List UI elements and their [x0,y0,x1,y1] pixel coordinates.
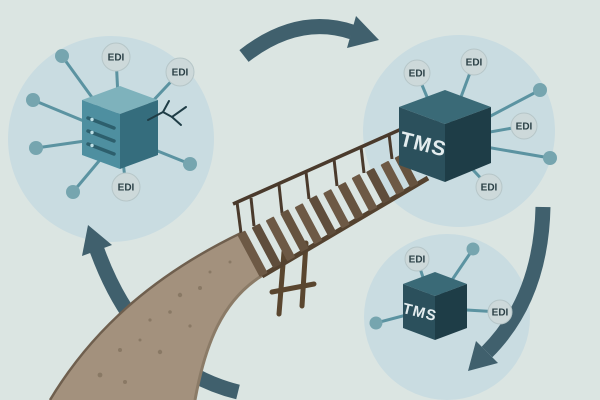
edi-badge-circle [404,246,430,272]
bridge-ramp [50,233,263,400]
cycle-arrow-right-head [468,341,498,371]
edi-badge-label: EDI [108,53,125,64]
plank [252,223,281,268]
edi-badge-label: EDI [172,68,189,79]
bridge-ramp-speckles [97,260,232,384]
tms-hub-edi-badges: EDI EDI EDI EDI [403,48,538,201]
node-dot [466,242,480,256]
node-dot [29,141,43,155]
tms-cube-bottom: TMS [401,272,467,340]
edi-badge-label: EDI [118,183,135,194]
plank [366,168,391,204]
edi-badge-label: EDI [492,308,509,319]
edi-badge-circle [510,112,538,140]
edi-badge-circle [487,299,513,325]
tms-hub-node-dots [533,83,557,165]
edi-badge-circle [165,57,195,87]
crack-icon [147,100,187,126]
plank [380,160,405,195]
edi-badge-circle [403,59,431,87]
edi-badge-label: EDI [409,255,426,266]
plank [337,182,363,220]
railing-top-rail [232,125,407,206]
edi-badge: EDI [460,48,488,76]
plank [351,174,377,212]
left-hub-edi-badges: EDI EDI EDI [101,42,195,202]
tms-small-hub-edi-badges: EDI EDI [404,246,513,325]
plank [280,209,309,252]
edi-badge-label: EDI [466,58,483,69]
edi-badge-circle [101,42,131,72]
node-dot [533,83,547,97]
legacy-edi-hub: EDI EDI EDI [26,42,197,202]
node-dot [66,185,80,199]
edi-badge: EDI [404,246,430,272]
edi-badge: EDI [510,112,538,140]
edi-badge-circle [475,173,503,201]
cycle-arrow-top-head [347,16,379,48]
edi-badge: EDI [403,59,431,87]
edi-badge-label: EDI [516,122,533,133]
plank [323,189,350,229]
tms-cube-side-face [435,284,467,340]
plank [294,203,322,245]
node-dot [55,49,69,63]
server-cube-side-face [120,100,158,169]
bridge-ramp-inner-edge [193,273,264,400]
server-slot-leds [90,117,94,148]
edi-badge-circle [111,172,141,202]
plank [308,195,336,237]
cycle-arrow-right [481,206,551,358]
node-dot [543,151,557,165]
tms-cube-side-face [445,107,491,182]
plank [237,230,268,277]
edi-badge: EDI [101,42,131,72]
plank [266,216,295,261]
edi-server-cube [82,86,187,169]
tms-cube-front-face [403,284,435,340]
edi-badge-label: EDI [409,69,426,80]
bridge [48,125,430,400]
edi-badge: EDI [165,57,195,87]
tms-small-hub-node-dots [369,242,480,330]
edi-badge-circle [460,48,488,76]
node-dot [369,316,383,330]
tms-cube-top: TMS [398,90,491,182]
cycle-arrow-bottom-left-head [82,225,112,256]
left-hub-node-dots [26,49,197,199]
edi-badge: EDI [475,173,503,201]
edi-badge-label: EDI [481,183,498,194]
edi-badge: EDI [111,172,141,202]
node-dot [26,93,40,107]
tms-cube-front-face [399,107,445,182]
bridge-ramp-edge [48,231,242,400]
tms-hub-secondary: TMS EDI EDI [369,242,513,340]
tms-hub-main: TMS EDI EDI EDI EDI [398,48,557,201]
cycle-arrow-top [239,19,355,62]
edi-badge: EDI [487,299,513,325]
node-dot [183,157,197,171]
